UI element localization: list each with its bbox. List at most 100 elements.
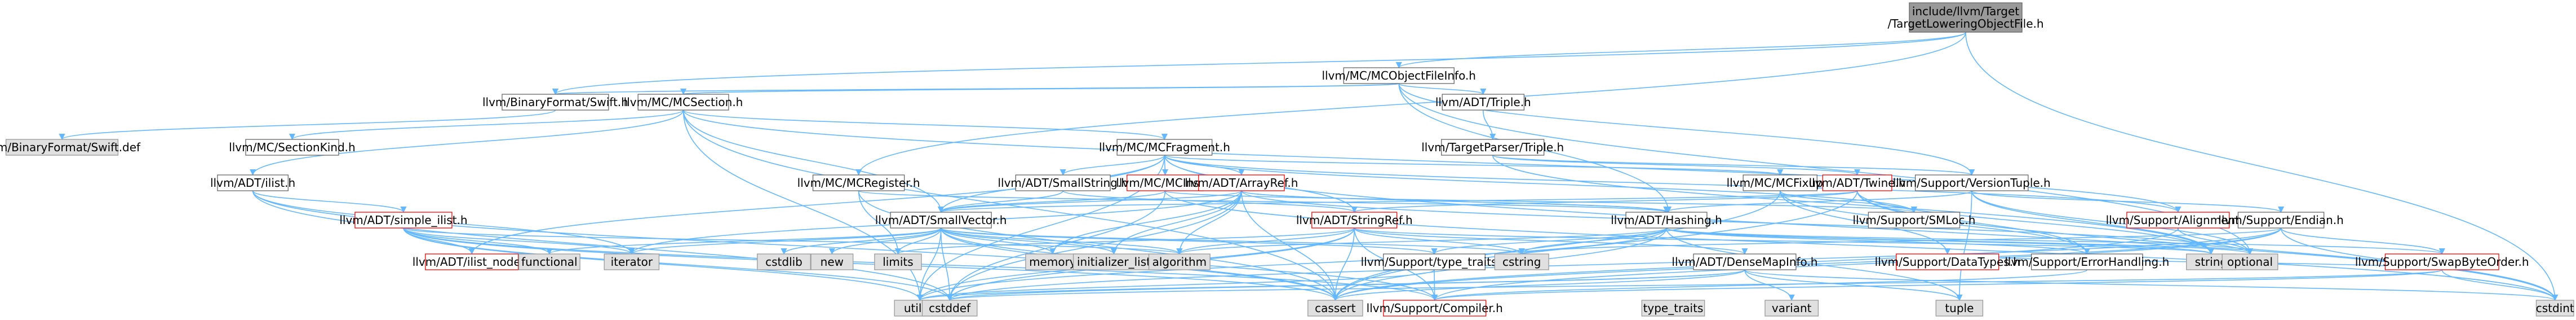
node-label: llvm/ADT/ilist_node.h — [413, 255, 531, 269]
edge-smallvector-to-new — [828, 227, 942, 255]
node-label: cstddef — [929, 301, 971, 315]
node-root[interactable]: include/llvm/Target/TargetLoweringObject… — [1887, 2, 2044, 33]
node-errorhandling[interactable]: llvm/Support/ErrorHandling.h — [2005, 253, 2169, 270]
edge-mcinst-to-cstdint — [1164, 190, 2559, 301]
node-label: /TargetLoweringObjectFile.h — [1887, 17, 2043, 30]
node-box — [1641, 300, 1705, 317]
node-box — [637, 94, 729, 111]
node-endian[interactable]: llvm/Support/Endian.h — [2218, 212, 2344, 229]
edge-mcsection-to-smallvector — [682, 109, 945, 213]
edge-root-to-mcregister — [855, 32, 1966, 176]
edge-hashing-to-swapbyteorder — [1666, 227, 2445, 255]
edge-smallvector-to-initlist — [940, 227, 1117, 255]
edge-densemapinfo-to-cassert — [1332, 269, 1745, 301]
node-label: functional — [521, 255, 578, 269]
node-label: iterator — [611, 255, 653, 269]
node-box — [1494, 253, 1549, 270]
node-adttriple[interactable]: llvm/ADT/Triple.h — [1435, 94, 1531, 111]
node-box — [5, 139, 119, 156]
edge-endian-to-compiler — [1431, 227, 2282, 301]
edge-root-to-binfmtswift — [552, 32, 1966, 95]
node-box — [1764, 300, 1819, 317]
node-label: llvm/Support/ErrorHandling.h — [2005, 255, 2169, 269]
edge-versiontuple-to-endian — [1971, 190, 2284, 213]
node-box — [1148, 253, 1211, 270]
node-box — [1743, 174, 1817, 191]
node-box — [1896, 253, 1999, 270]
node-box — [217, 174, 289, 191]
node-targetparser[interactable]: llvm/TargetParser/Triple.h — [1421, 139, 1564, 156]
edge-twine-to-string — [1856, 190, 2214, 255]
node-box — [1441, 139, 1545, 156]
node-compiler[interactable]: llvm/Support/Compiler.h — [1367, 300, 1503, 317]
node-versiontuple[interactable]: llvm/Support/VersionTuple.h — [1893, 174, 2051, 191]
node-label: llvm/ADT/Twine.h — [1809, 176, 1906, 190]
node-box — [890, 212, 992, 229]
node-stringref[interactable]: llvm/ADT/StringRef.h — [1296, 212, 1413, 229]
node-label: llvm/ADT/simple_ilist.h — [339, 213, 467, 227]
node-box — [1198, 174, 1285, 191]
edge-mcobjinfo-to-adttriple — [1398, 83, 1487, 95]
node-alignment[interactable]: llvm/Support/Alignment.h — [2106, 212, 2250, 229]
node-hashing[interactable]: llvm/ADT/Hashing.h — [1611, 212, 1722, 229]
node-swapbyteorder[interactable]: llvm/Support/SwapByteOrder.h — [2355, 253, 2529, 270]
node-densemapinfo[interactable]: llvm/ADT/DenseMapInfo.h — [1671, 253, 1817, 270]
node-label: llvm/Support/type_traits.h — [1361, 255, 1508, 269]
node-mcsection[interactable]: llvm/MC/MCSection.h — [624, 94, 743, 111]
node-label: llvm/MC/SectionKind.h — [229, 141, 356, 154]
node-binfmtswift[interactable]: llvm/BinaryFormat/Swift.h — [482, 94, 628, 111]
node-mcobjinfo[interactable]: llvm/MC/MCObjectFileInfo.h — [1322, 67, 1477, 84]
edge-smallvector-to-functional — [546, 227, 942, 255]
node-box — [757, 253, 811, 270]
node-smloc[interactable]: llvm/Support/SMLoc.h — [1852, 212, 1975, 229]
node-box — [1383, 253, 1486, 270]
edge-targetparser-to-twine — [1492, 155, 1860, 176]
node-mcfragment[interactable]: llvm/MC/MCFragment.h — [1099, 139, 1230, 156]
node-label: llvm/ADT/ArrayRef.h — [1185, 176, 1298, 190]
node-label: limits — [883, 255, 913, 269]
node-box — [1822, 174, 1892, 191]
edge-twine-to-stringref — [1351, 190, 1858, 213]
edge-smallvector-to-utility — [916, 227, 942, 301]
node-label: llvm/ADT/SmallVector.h — [875, 213, 1007, 227]
node-box — [425, 253, 519, 270]
node-arrayref[interactable]: llvm/ADT/ArrayRef.h — [1185, 174, 1298, 191]
edge-mcfragment-to-mcfixup — [1164, 155, 1783, 176]
edge-stringref-to-algorithm — [1176, 227, 1355, 255]
edge-hashing-to-cstring — [1518, 227, 1667, 255]
node-typetraitsh[interactable]: llvm/Support/type_traits.h — [1361, 253, 1508, 270]
node-cstddef: cstddef — [921, 300, 978, 317]
node-mcsectionkind[interactable]: llvm/MC/SectionKind.h — [229, 139, 356, 156]
node-smallvector[interactable]: llvm/ADT/SmallVector.h — [875, 212, 1007, 229]
node-optional: optional — [2222, 253, 2278, 270]
node-label: cstring — [1502, 255, 1541, 269]
node-new: new — [810, 253, 854, 270]
node-simpleilist[interactable]: llvm/ADT/simple_ilist.h — [339, 212, 468, 229]
edge-layer — [59, 32, 2559, 301]
node-label: llvm/ADT/SmallString.h — [997, 176, 1128, 190]
node-datatypes[interactable]: llvm/Support/DataTypes.h — [1875, 253, 2020, 270]
node-mcinst[interactable]: llvm/MC/MCInst.h — [1116, 174, 1214, 191]
edge-swapbyteorder-to-cstddef — [947, 269, 2443, 301]
node-twine[interactable]: llvm/ADT/Twine.h — [1809, 174, 1906, 191]
node-ilistnode[interactable]: llvm/ADT/ilist_node.h — [413, 253, 531, 270]
node-box — [354, 212, 453, 229]
edge-hashing-to-string — [1666, 227, 2214, 255]
node-label: llvm/ADT/Triple.h — [1435, 95, 1531, 109]
node-box — [2030, 253, 2143, 270]
node-box — [921, 300, 978, 317]
edge-ilist-to-cstddef — [252, 190, 953, 301]
node-smallstring[interactable]: llvm/ADT/SmallString.h — [997, 174, 1128, 191]
edge-root-to-mcobjinfo — [1395, 32, 1966, 69]
edge-versiontuple-to-tuple — [1956, 190, 1972, 301]
node-mcfixup[interactable]: llvm/MC/MCFixup.h — [1727, 174, 1834, 191]
edge-hashing-to-algorithm — [1176, 227, 1667, 255]
edge-mcregister-to-hashing — [858, 190, 1669, 213]
edge-stringref-to-string — [1354, 227, 2214, 255]
edge-endian-to-cassert — [1332, 227, 2282, 301]
edge-smallvector-to-algorithm — [940, 227, 1183, 255]
node-mcregister[interactable]: llvm/MC/MCRegister.h — [797, 174, 920, 191]
node-box — [502, 94, 609, 111]
node-ilist[interactable]: llvm/ADT/ilist.h — [210, 174, 295, 191]
